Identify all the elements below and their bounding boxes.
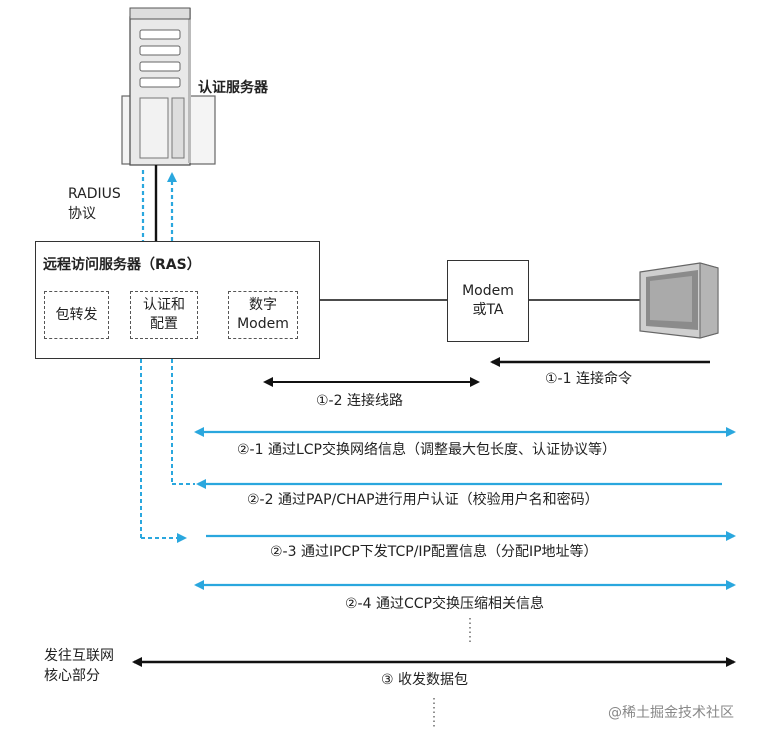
ras-module-digital-modem: 数字 Modem (228, 291, 298, 339)
module-packet-forwarding-line1: 包转发 (55, 306, 98, 323)
module-auth-config-line1: 认证和 (143, 297, 185, 313)
server-icon (121, 7, 216, 166)
watermark: @稀土掘金技术社区 (608, 705, 734, 721)
module-digital-modem-line1: 数字 (248, 297, 277, 313)
ras-module-auth-config: 认证和 配置 (130, 291, 198, 339)
internet-core-line2: 核心部分 (44, 668, 100, 684)
modem-box: Modem 或TA (447, 260, 529, 342)
radius-protocol-label: RADIUS 协议 (68, 184, 121, 224)
internet-core-line1: 发往互联网 (44, 648, 114, 664)
module-digital-modem-line2: Modem (237, 316, 289, 332)
computer-icon (639, 262, 719, 339)
auth-server-label: 认证服务器 (198, 80, 268, 96)
step-2-4-label: ②-4 通过CCP交换压缩相关信息 (345, 596, 544, 612)
step-1-1-label: ①-1 连接命令 (545, 371, 632, 387)
step-1-2-label: ①-2 连接线路 (316, 393, 403, 409)
radius-protocol-line2: 协议 (68, 206, 96, 222)
module-auth-config-line2: 配置 (150, 316, 178, 332)
ras-module-packet-forwarding: 包转发 (44, 291, 109, 339)
step-2-3-label: ②-3 通过IPCP下发TCP/IP配置信息（分配IP地址等） (270, 544, 598, 560)
ras-title: 远程访问服务器（RAS） (43, 257, 201, 273)
ras-box: 远程访问服务器（RAS） 包转发 认证和 配置 数字 Modem (35, 241, 320, 359)
radius-protocol-line1: RADIUS (68, 186, 121, 202)
modem-line1: Modem (462, 283, 514, 299)
modem-line2: 或TA (472, 302, 504, 318)
internet-core-label: 发往互联网 核心部分 (44, 646, 114, 686)
step-2-2-label: ②-2 通过PAP/CHAP进行用户认证（校验用户名和密码） (247, 492, 599, 508)
step-2-1-label: ②-1 通过LCP交换网络信息（调整最大包长度、认证协议等） (237, 442, 616, 458)
step-3-label: ③ 收发数据包 (381, 672, 469, 688)
